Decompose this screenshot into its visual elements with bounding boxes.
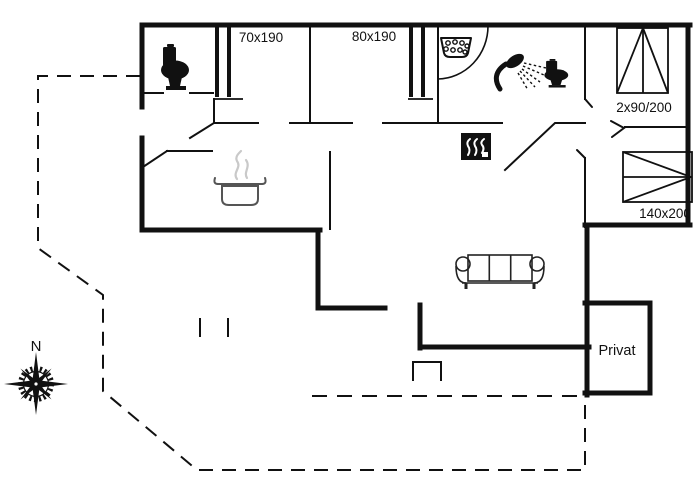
- bed-icon: [622, 151, 693, 203]
- cooking-pot-icon: [213, 149, 267, 206]
- double-bed-icon: [616, 27, 669, 94]
- bed-size-label: 70x190: [239, 30, 283, 45]
- bed-size-label: 140x200: [639, 206, 691, 221]
- wood-stove-icon: [461, 133, 491, 160]
- door-opening-ticks: [576, 98, 626, 159]
- bed-size-label: 2x90/200: [616, 100, 672, 115]
- steam: [234, 149, 249, 181]
- terrace-step-marks: [199, 318, 442, 381]
- exterior-walls: [139, 22, 693, 398]
- terrace-boundary-dashed: [37, 75, 586, 471]
- door-swing-arc: [437, 25, 489, 80]
- sliding-door-icon: [408, 25, 433, 100]
- bed-size-label: 80x190: [352, 29, 396, 44]
- sliding-door-icon: [213, 25, 243, 100]
- private-room-label: Privat: [598, 343, 635, 359]
- sofa-icon: [455, 254, 545, 289]
- compass-north-label: N: [31, 338, 42, 355]
- toilet-icon: [161, 44, 189, 90]
- compass-rose-icon: [4, 352, 68, 415]
- toilet-icon: [544, 59, 569, 88]
- interior-walls: [141, 24, 687, 230]
- shower-icon: [493, 53, 547, 92]
- washbasin-icon: [440, 37, 472, 58]
